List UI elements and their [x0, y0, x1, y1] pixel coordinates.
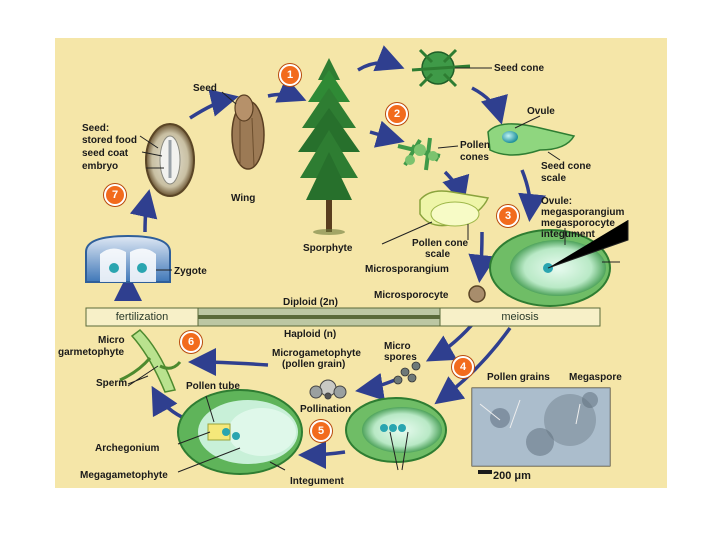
arrow-zygote-to-seed — [129, 189, 158, 233]
archegonium-ovule-illustration — [177, 389, 303, 475]
arrow-seedcone-to-ovule — [471, 86, 508, 125]
label-zygote: Zygote — [174, 266, 207, 277]
label-seed-coat: seed coat — [82, 148, 129, 159]
arrow-pollination-to-fertile-ovule — [298, 440, 346, 469]
winged-seed-illustration — [221, 91, 265, 170]
label-pollen-cones-line2: cones — [460, 152, 489, 163]
label-seed-cone-scale-line1: Seed cone — [541, 161, 592, 172]
label-seed-parts: Seed: — [82, 123, 110, 134]
label-sperm: Sperm — [96, 378, 128, 389]
arrow-microspores-to-pollen — [355, 372, 396, 401]
label-microgametophyte-line2: (pollen grain) — [282, 359, 346, 370]
seed-illustration — [139, 123, 195, 197]
step-1-badge: 1 — [279, 64, 301, 86]
label-micro-garmetophyte-line2: garmetophyte — [58, 347, 125, 358]
arrow-ovule-to-ovule-detail — [518, 169, 547, 222]
step-7-badge: 7 — [104, 184, 126, 206]
label-sporophyte: Sporphyte — [303, 243, 353, 254]
label-micro-spores-line1: Micro — [384, 341, 411, 352]
label-pollination: Pollination — [300, 404, 352, 415]
ploidy-divider — [85, 307, 601, 327]
label-wing: Wing — [231, 193, 256, 204]
micrograph-image — [471, 387, 611, 474]
arrow-seed-to-seedwing — [189, 89, 239, 120]
pollen-cones-illustration — [397, 137, 459, 171]
label-pollen-grains: Pollen grains — [487, 372, 550, 383]
pollen-grain-illustration — [309, 379, 347, 400]
step-3-badge: 3 — [497, 205, 519, 227]
sperm-illustration — [119, 329, 182, 393]
arrow-pollen-to-gametophyte — [188, 348, 269, 377]
label-ovule-detail-line2: megasporangium — [541, 207, 625, 218]
step-6-badge: 6 — [180, 331, 202, 353]
label-pollen-cones-line1: Pollen — [460, 140, 491, 151]
label-scale-bar: 200 μm — [493, 470, 531, 482]
label-pollen-cone-scale-line2: scale — [425, 249, 451, 260]
arrow-seed-to-sporophyte — [267, 76, 307, 103]
label-ovule: Ovule — [527, 106, 555, 117]
label-seed-cone-scale-line2: scale — [541, 173, 567, 184]
arrow-to-pollen-cones — [369, 120, 405, 148]
label-ovule-detail-line3: megasporocyte — [541, 218, 615, 229]
pollen-cone-scale-illustration — [381, 190, 490, 245]
label-diploid: Diploid (2n) — [283, 297, 338, 308]
seed-cone-scale-illustration — [487, 115, 576, 161]
arrow-to-seed-cone — [357, 45, 405, 72]
label-micro-spores-line2: spores — [384, 352, 417, 363]
label-archegonium: Archegonium — [95, 443, 160, 454]
arrow-meiosis-to-megaspore — [434, 326, 512, 405]
label-integument: Integument — [290, 476, 344, 487]
label-pollen-cone-scale-line1: Pollen cone — [412, 238, 469, 249]
ovule-detail-illustration — [489, 220, 629, 307]
arrow-scale-to-microsporocyte — [468, 231, 497, 283]
label-fertilization: fertilization — [115, 311, 169, 323]
label-megaspore: Megaspore — [569, 372, 622, 383]
label-microgametophyte-line1: Microgametophyte — [272, 348, 361, 359]
label-microsporocyte: Microsporocyte — [374, 290, 449, 301]
microsporocyte-illustration — [468, 285, 486, 303]
label-microsporangium: Microsporangium — [365, 264, 449, 275]
label-seed-cone: Seed cone — [494, 63, 545, 74]
zygote-illustration — [85, 234, 172, 283]
label-haploid: Haploid (n) — [284, 329, 337, 340]
microspores-illustration — [393, 361, 421, 385]
step-5-badge: 5 — [310, 420, 332, 442]
label-seed: Seed — [193, 83, 217, 94]
label-micro-garmetophyte-line1: Micro — [98, 335, 125, 346]
label-embryo: embryo — [82, 161, 119, 172]
seed-cone-illustration — [411, 48, 492, 88]
label-stored-food: stored food — [82, 135, 137, 146]
step-2-badge: 2 — [386, 103, 408, 125]
label-ovule-detail-line4: integument — [541, 229, 595, 240]
label-megagametophyte: Megagametophyte — [80, 470, 168, 481]
pollinated-ovule-illustration — [345, 397, 447, 471]
label-ovule-detail-line1: Ovule: — [541, 196, 573, 207]
label-pollen-tube: Pollen tube — [186, 381, 240, 392]
step-4-badge: 4 — [452, 356, 474, 378]
pine-tree-illustration — [298, 58, 360, 235]
label-meiosis: meiosis — [501, 311, 539, 323]
